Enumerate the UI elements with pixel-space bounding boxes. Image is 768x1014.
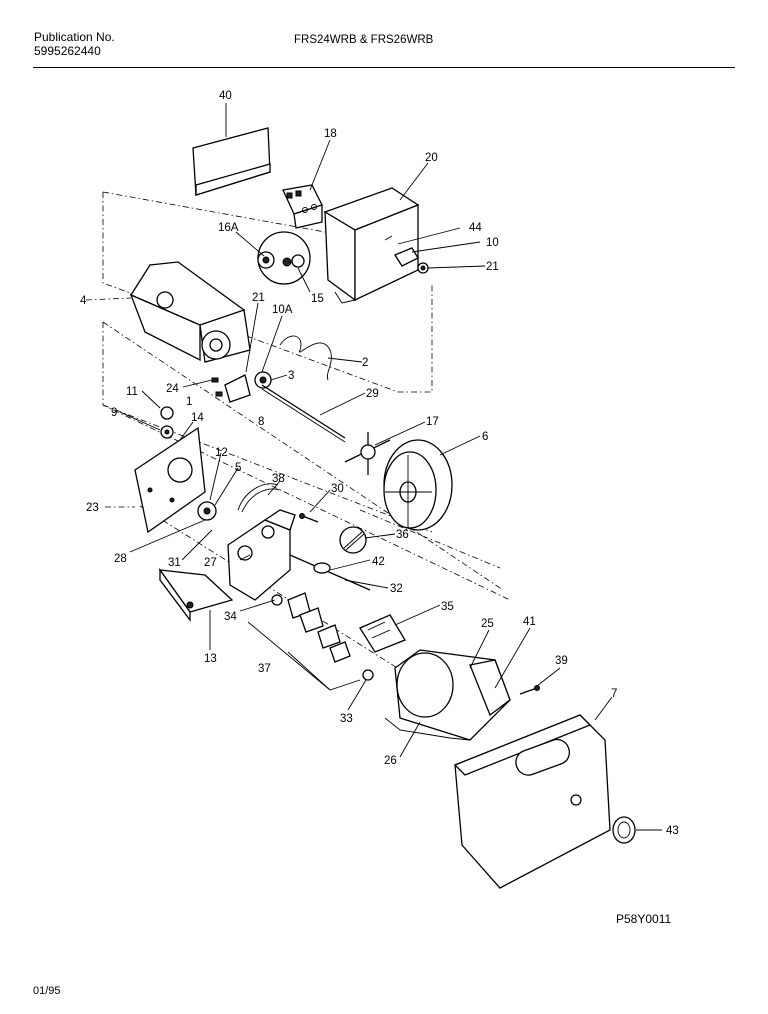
callout-40: 40 <box>219 90 232 102</box>
callout-23: 23 <box>86 502 99 514</box>
callout-3: 3 <box>288 370 294 382</box>
model-numbers: FRS24WRB & FRS26WRB <box>294 34 434 46</box>
part-17-blade <box>344 432 391 475</box>
publication-date: 01/95 <box>33 985 61 997</box>
part-33-nut <box>362 669 374 681</box>
diagram-reference: P58Y0011 <box>616 912 672 926</box>
part-40-panel <box>192 127 271 196</box>
callout-14: 14 <box>191 412 204 424</box>
callout-11: 11 <box>126 386 138 398</box>
part-25-26-41-housing <box>384 649 511 741</box>
callout-4: 4 <box>80 295 87 307</box>
callout-37: 37 <box>258 663 271 675</box>
callout-39: 39 <box>555 655 568 667</box>
callout-28: 28 <box>114 553 127 565</box>
callout-31: 31 <box>168 557 181 569</box>
part-4-housing <box>129 261 251 363</box>
callout-13: 13 <box>204 653 217 665</box>
callout-6: 6 <box>482 431 488 443</box>
outline-frames <box>102 191 511 721</box>
callout-21: 21 <box>252 292 265 304</box>
leader-lines <box>85 103 662 831</box>
callout-12: 12 <box>215 447 228 459</box>
callout-18: 18 <box>324 128 337 140</box>
callout-8: 8 <box>258 416 264 428</box>
part-6-wheel <box>383 439 453 531</box>
callout-26: 26 <box>384 755 397 767</box>
callout-21-top: 21 <box>486 261 499 273</box>
part-3-bearing <box>254 371 272 389</box>
part-27-bracket-assembly <box>227 509 296 601</box>
part-38-spring <box>237 483 281 513</box>
callout-41: 41 <box>523 616 536 628</box>
callout-38: 38 <box>272 473 285 485</box>
callout-20: 20 <box>425 152 438 164</box>
callout-44: 44 <box>469 222 482 234</box>
publication-label: Publication No. <box>34 30 115 44</box>
part-35-connector <box>359 614 406 653</box>
part-13-cover <box>158 567 234 622</box>
callout-7: 7 <box>611 688 617 700</box>
part-42-32-shaft <box>289 554 371 591</box>
part-43-knob <box>612 816 636 844</box>
callout-17: 17 <box>426 416 439 428</box>
part-7-front-cover <box>453 714 611 889</box>
part-29-shaft <box>261 384 346 443</box>
callout-29: 29 <box>366 388 379 400</box>
part-24-8-clips <box>211 374 251 403</box>
callout-25: 25 <box>481 618 494 630</box>
header-rule <box>33 67 735 68</box>
callout-10: 10 <box>486 237 499 249</box>
part-30-screw <box>299 513 319 523</box>
part-12-5-gear <box>197 501 217 521</box>
callout-33: 33 <box>340 713 353 725</box>
callout-36: 36 <box>396 529 409 541</box>
callout-10A: 10A <box>272 304 293 316</box>
callout-30: 30 <box>331 483 344 495</box>
part-20-bracket <box>323 187 420 304</box>
callout-43: 43 <box>666 825 679 837</box>
callout-35: 35 <box>441 601 454 613</box>
part-21-nut <box>417 262 429 274</box>
part-36-spring <box>339 526 367 554</box>
callout-34: 34 <box>224 611 237 623</box>
callout-42: 42 <box>372 556 385 568</box>
part-23-plate <box>134 426 206 534</box>
callout-5: 5 <box>235 462 241 474</box>
callout-9: 9 <box>111 407 117 419</box>
part-16A-15-gear <box>257 231 311 285</box>
part-18-switch <box>282 184 323 229</box>
callout-27: 27 <box>204 557 217 569</box>
part-11-9-washers <box>160 406 174 439</box>
part-39-screw <box>519 685 540 695</box>
part-2-wire <box>279 335 332 381</box>
callout-32: 32 <box>390 583 403 595</box>
publication-number: 5995262440 <box>34 44 101 58</box>
callout-15: 15 <box>311 293 324 305</box>
callout-16A: 16A <box>218 222 239 234</box>
callout-labels: 40 18 20 16A 44 10 21 15 4 21 10A 2 24 3… <box>80 90 679 837</box>
callout-24: 24 <box>166 383 179 395</box>
callout-2: 2 <box>362 357 368 369</box>
callout-1: 1 <box>186 396 192 408</box>
part-34-37-linkage <box>271 592 351 663</box>
